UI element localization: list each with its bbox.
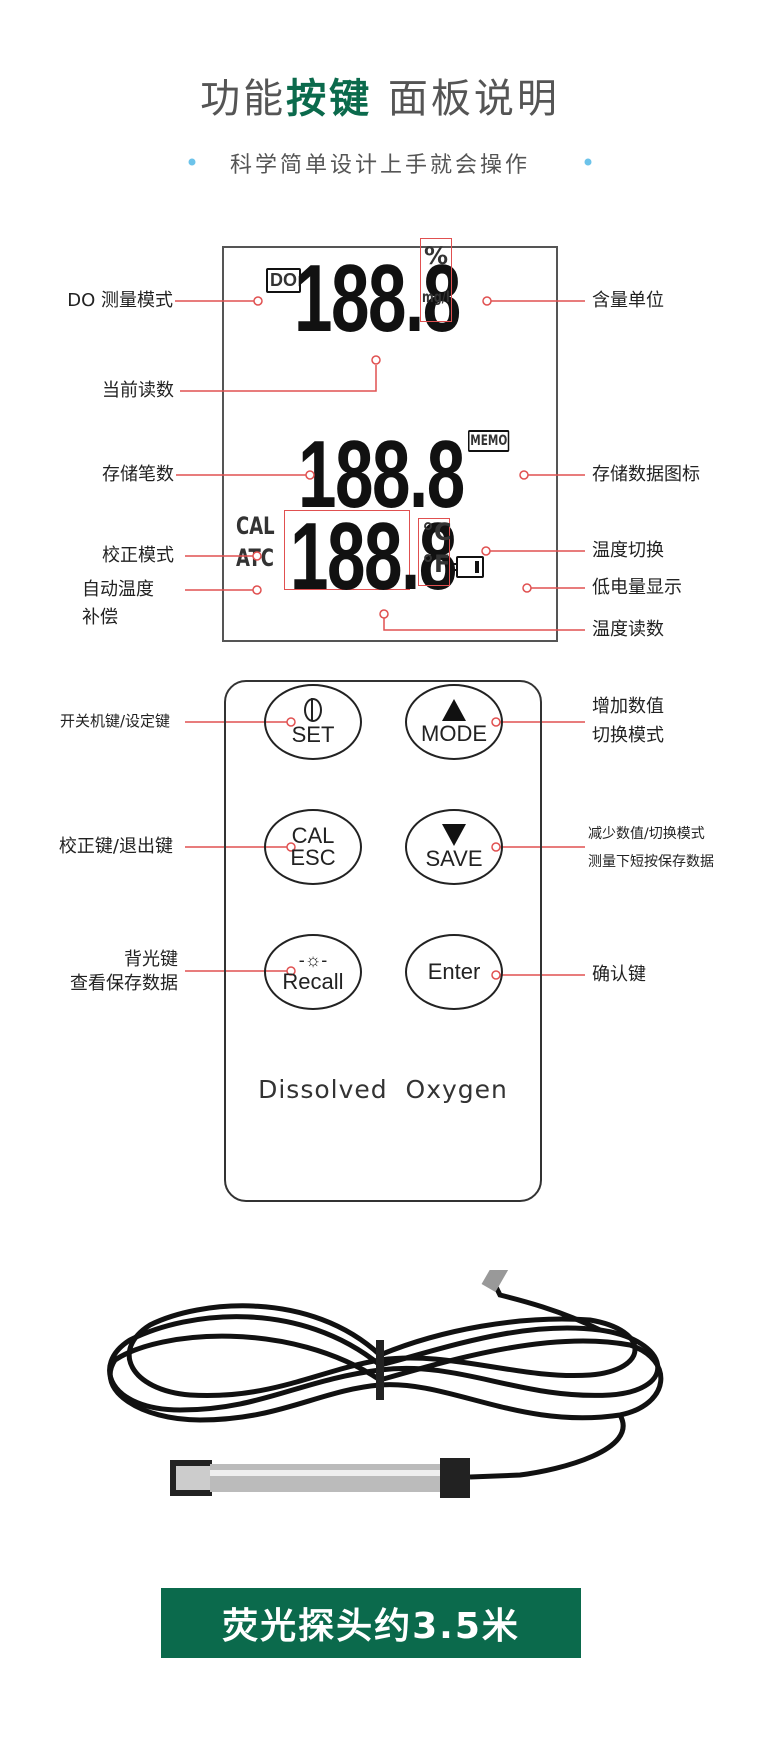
keypad-panel bbox=[224, 680, 542, 1202]
label-low-battery: 低电量显示 bbox=[592, 577, 682, 598]
label-atc-1: 自动温度 bbox=[82, 579, 154, 600]
label-recall-key-1: 背光键 bbox=[124, 949, 178, 970]
fahrenheit-indicator: °F bbox=[422, 550, 451, 578]
label-unit: 含量单位 bbox=[592, 290, 664, 311]
unit-box bbox=[420, 238, 452, 322]
unit-percent: % bbox=[424, 242, 449, 270]
probe-cable-image bbox=[107, 1270, 664, 1498]
celsius-indicator: °C bbox=[422, 518, 452, 546]
label-save-key-1: 减少数值/切换模式 bbox=[588, 826, 705, 842]
set-key[interactable]: SET bbox=[264, 684, 362, 760]
recall-key-label: Recall bbox=[282, 969, 344, 994]
cal-indicator: CAL bbox=[236, 512, 275, 540]
temp-unit-box bbox=[418, 518, 450, 586]
enter-key-label: Enter bbox=[427, 959, 481, 984]
power-icon bbox=[304, 698, 322, 722]
recall-key[interactable]: -☼- Recall bbox=[264, 934, 362, 1010]
label-cal-mode: 校正模式 bbox=[102, 545, 174, 566]
device-brand-label: Dissolved Oxygen bbox=[258, 1075, 508, 1104]
label-mode-key-2: 切换模式 bbox=[592, 725, 664, 746]
title-highlight: 按键 bbox=[286, 76, 373, 122]
lcd-display: 188.8 DO % mg/l 188.8 MEMO 188.8 CAL ATC… bbox=[222, 238, 558, 642]
connector bbox=[481, 1270, 511, 1292]
label-temp-switch: 温度切换 bbox=[592, 540, 664, 561]
do-indicator: DO bbox=[266, 268, 301, 293]
label-cal-key: 校正键/退出键 bbox=[58, 836, 173, 857]
memo-indicator: MEMO bbox=[468, 430, 510, 452]
battery-icon bbox=[452, 556, 484, 578]
backlight-icon: -☼- bbox=[298, 950, 328, 970]
label-enter-key: 确认键 bbox=[592, 964, 646, 985]
subtitle: 科学简单设计上手就会操作 bbox=[229, 153, 530, 178]
label-current-reading: 当前读数 bbox=[102, 380, 174, 401]
enter-key[interactable]: Enter bbox=[405, 934, 503, 1010]
up-arrow-icon bbox=[442, 699, 466, 721]
title-part: 功能 bbox=[200, 76, 287, 122]
label-atc-2: 补偿 bbox=[82, 607, 118, 628]
esc-key-label: ESC bbox=[290, 845, 336, 870]
label-memo-icon: 存储数据图标 bbox=[592, 464, 700, 485]
mode-key-label: MODE bbox=[421, 721, 487, 746]
cal-esc-key[interactable]: CAL ESC bbox=[264, 809, 362, 885]
subtitle-decoration bbox=[95, 158, 680, 166]
label-save-key-2: 测量下短按保存数据 bbox=[588, 854, 714, 870]
temp-box bbox=[284, 510, 410, 590]
title-part: 面板说明 bbox=[387, 76, 560, 122]
label-temp-reading: 温度读数 bbox=[592, 619, 664, 640]
mode-key[interactable]: MODE bbox=[405, 684, 503, 760]
main-reading: 188.8 bbox=[294, 245, 461, 352]
label-recall-key-2: 查看保存数据 bbox=[70, 973, 178, 994]
label-mode-key-1: 增加数值 bbox=[592, 696, 664, 717]
label-set-key: 开关机键/设定键 bbox=[59, 712, 170, 730]
temp-reading: 188.8 bbox=[290, 503, 457, 610]
label-memo-count: 存储笔数 bbox=[102, 464, 174, 485]
label-do-mode: DO 测量模式 bbox=[67, 290, 173, 311]
cal-key-label: CAL bbox=[291, 823, 335, 848]
page-title: 功能按键 面板说明 bbox=[0, 66, 760, 124]
down-arrow-icon bbox=[442, 824, 466, 846]
set-key-label: SET bbox=[291, 722, 335, 747]
probe-caption: 荧光探头约3.5米 bbox=[161, 1588, 581, 1658]
unit-mgl: mg/l bbox=[422, 288, 450, 306]
save-key-label: SAVE bbox=[425, 846, 483, 871]
save-key[interactable]: SAVE bbox=[405, 809, 503, 885]
